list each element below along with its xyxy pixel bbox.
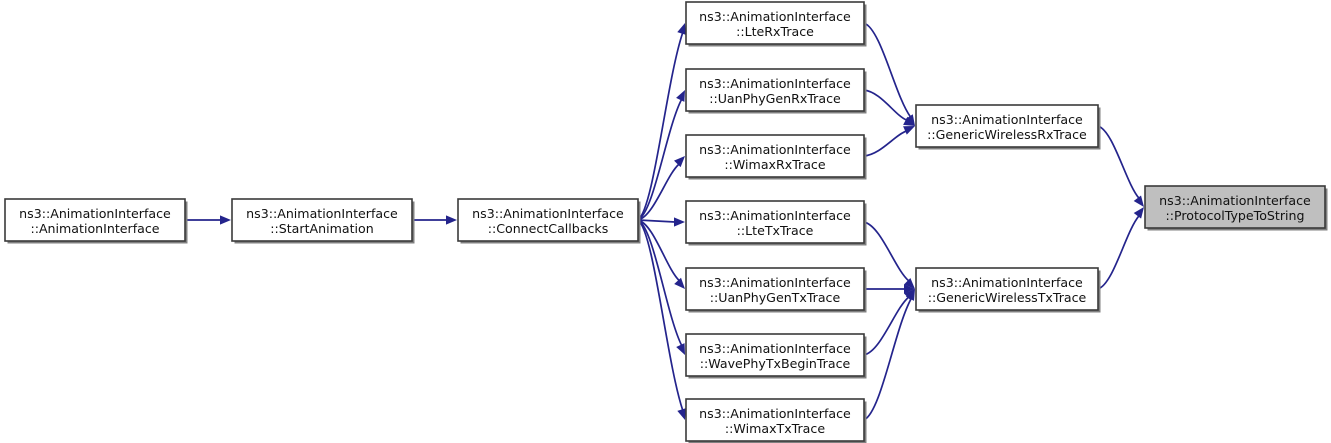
edge-connect-callbacks-to-lte-rx-trace [637,32,684,221]
node-label-line1: ns3::AnimationInterface [1159,193,1311,208]
node-label-line1: ns3::AnimationInterface [931,275,1083,290]
arrowhead-icon [677,23,687,35]
edge-wave-phy-tx-begin-trace-to-generic-wireless-tx-trace [863,296,910,356]
edge-connect-callbacks-to-wimax-rx-trace [637,163,680,221]
node-label-line1: ns3::AnimationInterface [699,275,851,290]
node-box[interactable] [457,198,639,242]
edge-layer [185,22,1144,421]
graph-node-animationinterface-ctor[interactable]: ns3::AnimationInterface::AnimationInterf… [4,198,188,244]
node-label-line2: ::LteTxTrace [737,223,814,238]
node-box[interactable] [685,267,865,311]
edge-lte-rx-trace-to-generic-wireless-rx-trace [863,22,912,118]
node-label-line2: ::LteRxTrace [736,24,814,39]
graph-node-protocol-type-to-string[interactable]: ns3::AnimationInterface::ProtocolTypeToS… [1144,185,1328,231]
node-label-line2: ::GenericWirelessRxTrace [927,127,1087,142]
graph-node-generic-wireless-rx-trace[interactable]: ns3::AnimationInterface::GenericWireless… [915,104,1101,150]
arrowhead-icon [903,126,915,135]
arrowhead-icon [903,278,915,289]
node-label-line1: ns3::AnimationInterface [699,142,851,157]
edge-wimax-tx-trace-to-generic-wireless-tx-trace [863,297,913,421]
node-label-line1: ns3::AnimationInterface [699,9,851,24]
graph-node-uan-phy-gen-rx-trace[interactable]: ns3::AnimationInterface::UanPhyGenRxTrac… [685,68,867,114]
node-label-line1: ns3::AnimationInterface [246,206,398,221]
node-label-line2: ::UanPhyGenTxTrace [710,290,841,305]
node-label-line2: ::AnimationInterface [30,221,159,236]
arrowhead-icon [677,408,687,420]
arrowhead-icon [674,217,685,227]
graph-node-lte-tx-trace[interactable]: ns3::AnimationInterface::LteTxTrace [685,200,867,246]
node-label-line2: ::StartAnimation [270,221,373,236]
arrowhead-icon [903,116,915,126]
arrowhead-icon [674,156,685,168]
node-box[interactable] [231,198,413,242]
node-label-line2: ::WavePhyTxBeginTrace [700,356,851,371]
edge-wimax-rx-trace-to-generic-wireless-rx-trace [863,130,907,157]
graph-node-start-animation[interactable]: ns3::AnimationInterface::StartAnimation [231,198,415,244]
node-box[interactable] [685,1,865,45]
node-label-line1: ns3::AnimationInterface [472,206,624,221]
edge-generic-wireless-tx-trace-to-protocol-type-to-string [1097,215,1140,290]
edge-connect-callbacks-to-lte-tx-trace [637,219,676,223]
node-layer: ns3::AnimationInterface::AnimationInterf… [4,1,1328,443]
node-label-line1: ns3::AnimationInterface [931,112,1083,127]
graph-node-generic-wireless-tx-trace[interactable]: ns3::AnimationInterface::GenericWireless… [915,267,1101,313]
node-label-line1: ns3::AnimationInterface [699,406,851,421]
node-box[interactable] [685,333,865,377]
node-box[interactable] [685,134,865,178]
node-label-line1: ns3::AnimationInterface [699,341,851,356]
edge-connect-callbacks-to-uan-phy-gen-rx-trace [637,99,683,221]
node-label-line1: ns3::AnimationInterface [699,208,851,223]
node-label-line2: ::GenericWirelessTxTrace [928,290,1087,305]
arrowhead-icon [1133,207,1144,219]
node-box[interactable] [4,198,186,242]
node-box[interactable] [915,104,1099,148]
edge-connect-callbacks-to-uan-phy-gen-tx-trace [637,219,680,282]
arrowhead-icon [446,215,457,225]
arrowhead-icon [676,343,685,355]
edge-lte-tx-trace-to-generic-wireless-tx-trace [863,221,910,282]
node-box[interactable] [685,398,865,442]
graph-node-connect-callbacks[interactable]: ns3::AnimationInterface::ConnectCallback… [457,198,641,244]
node-label-line2: ::ConnectCallbacks [488,221,609,236]
node-box[interactable] [685,68,865,112]
edge-generic-wireless-rx-trace-to-protocol-type-to-string [1097,125,1140,199]
arrowhead-icon [676,90,685,102]
graph-node-lte-rx-trace[interactable]: ns3::AnimationInterface::LteRxTrace [685,1,867,47]
node-label-line2: ::ProtocolTypeToString [1165,208,1304,223]
node-box[interactable] [1144,185,1326,229]
node-label-line2: ::WimaxRxTrace [724,157,825,172]
arrowhead-icon [904,284,915,294]
node-label-line2: ::UanPhyGenRxTrace [709,91,841,106]
arrowhead-icon [674,277,685,289]
edge-connect-callbacks-to-wimax-tx-trace [637,219,684,411]
node-label-line2: ::WimaxTxTrace [725,421,825,436]
edge-connect-callbacks-to-wave-phy-tx-begin-trace [637,219,683,346]
arrowhead-icon [905,289,915,301]
graph-node-uan-phy-gen-tx-trace[interactable]: ns3::AnimationInterface::UanPhyGenTxTrac… [685,267,867,313]
arrowhead-icon [1133,195,1144,207]
node-box[interactable] [685,200,865,244]
graph-node-wimax-tx-trace[interactable]: ns3::AnimationInterface::WimaxTxTrace [685,398,867,443]
node-label-line1: ns3::AnimationInterface [19,206,171,221]
graph-node-wave-phy-tx-begin-trace[interactable]: ns3::AnimationInterface::WavePhyTxBeginT… [685,333,867,379]
graph-node-wimax-rx-trace[interactable]: ns3::AnimationInterface::WimaxRxTrace [685,134,867,180]
edge-uan-phy-gen-rx-trace-to-generic-wireless-rx-trace [863,89,908,122]
arrowhead-icon [220,215,231,225]
node-label-line1: ns3::AnimationInterface [699,76,851,91]
node-box[interactable] [915,267,1099,311]
